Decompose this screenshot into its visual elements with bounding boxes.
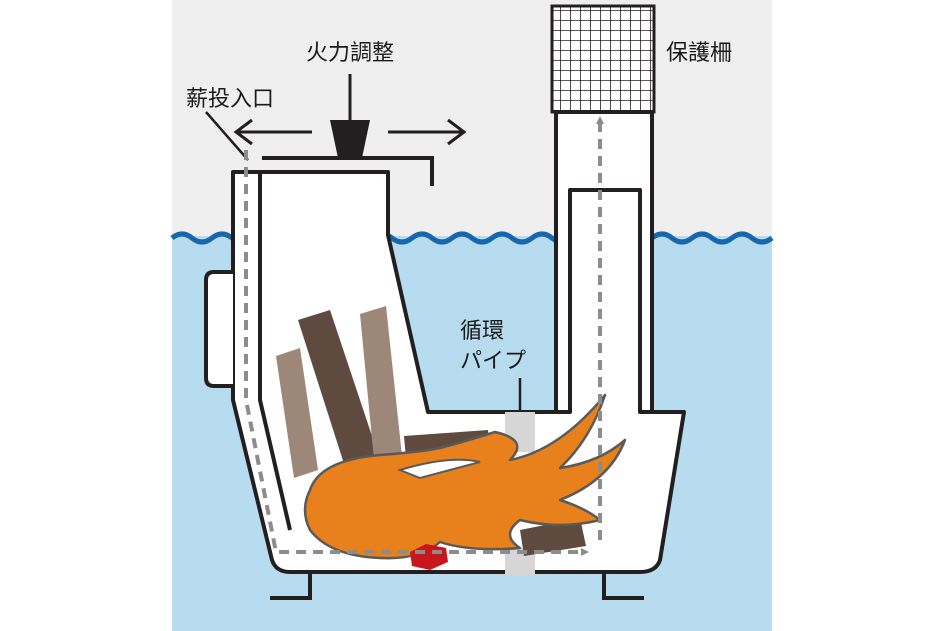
stove-foot-right <box>602 572 644 600</box>
flame-tongue <box>396 458 481 480</box>
sliding-lid <box>262 156 434 186</box>
fire-control-knob <box>330 120 370 158</box>
slide-arrowhead-right <box>447 118 467 146</box>
label-wood-inlet: 薪投入口 <box>186 87 274 112</box>
slide-arrowhead-left <box>233 118 253 146</box>
inlet-baffle <box>258 172 292 531</box>
guard-mesh <box>550 4 656 114</box>
label-guard-fence: 保護柵 <box>666 41 732 66</box>
airflow-path-inlet <box>244 150 589 556</box>
firewood-log <box>520 518 586 556</box>
firewood-log <box>298 310 380 470</box>
airflow-arrows <box>244 116 604 556</box>
firewood-log <box>360 306 402 460</box>
label-circulation-pipe-2: パイプ <box>460 349 526 374</box>
label-fire-control: 火力調整 <box>306 41 394 66</box>
firewood-log <box>276 348 318 478</box>
label-circulation-pipe-1: 循環 <box>460 319 504 344</box>
stove-foot-left <box>270 572 312 600</box>
wood-inlet-pointer <box>205 111 249 161</box>
stove-handle <box>204 270 233 388</box>
